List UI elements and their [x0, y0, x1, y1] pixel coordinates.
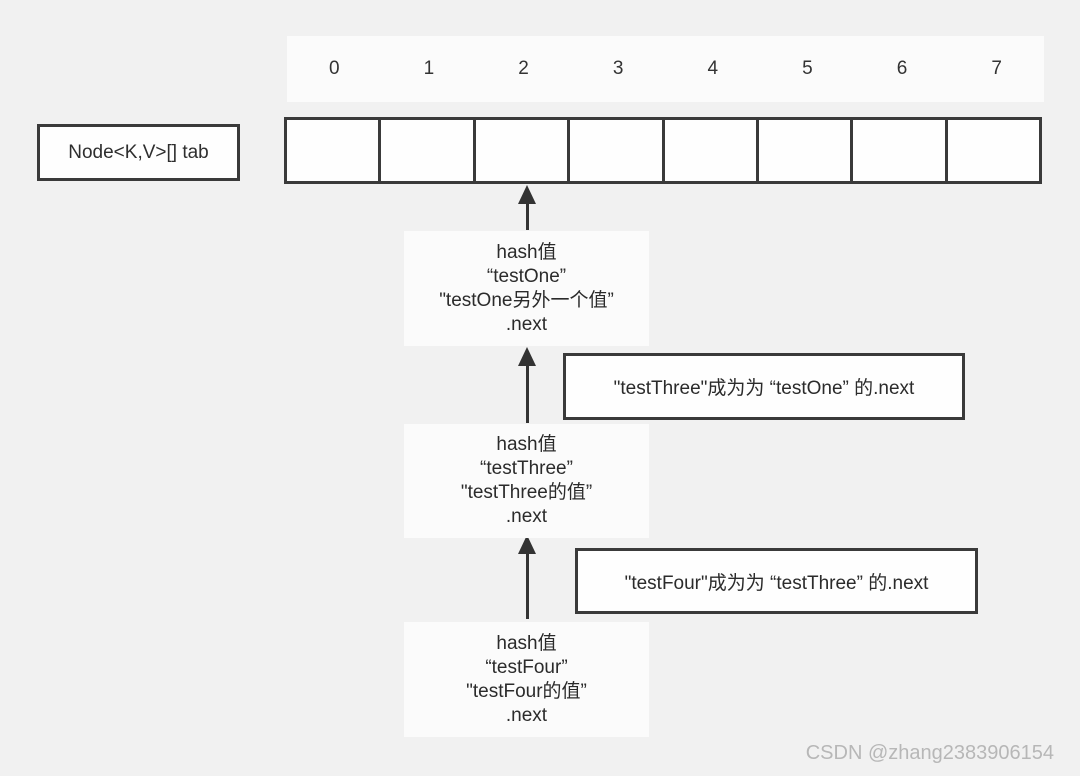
arrow-head-icon: [518, 535, 536, 554]
index-label-6: 6: [896, 58, 908, 79]
node-line: "testThree的值”: [460, 482, 593, 503]
index-label-0: 0: [329, 58, 340, 79]
index-label-5: 5: [802, 58, 813, 79]
node-box-testone: hash值 “testOne” "testOne另外一个值” .next: [404, 231, 649, 346]
node-line: "testFour的值”: [466, 680, 587, 702]
arrow-head-icon: [518, 347, 536, 366]
node-line: "testOne另外一个值”: [439, 289, 614, 311]
index-label-3: 3: [612, 58, 624, 79]
array-cell-2: [472, 120, 568, 181]
node-line: “testThree”: [480, 458, 573, 479]
bucket-array: [284, 117, 1042, 184]
annotation-testthree-next: "testThree"成为为 “testOne” 的.next: [563, 353, 965, 420]
node-line: .next: [505, 313, 548, 335]
node-line: hash值: [496, 241, 557, 263]
arrow-node3-to-node2-icon: [518, 535, 536, 619]
arrow-shaft: [525, 204, 529, 230]
node-box-testfour: hash值 “testFour” "testFour的值” .next: [404, 622, 649, 737]
node-line: hash值: [496, 632, 557, 654]
arrow-shaft: [525, 366, 529, 423]
node-line: .next: [505, 506, 548, 527]
array-cell-4: [661, 120, 756, 181]
arrow-shaft: [525, 554, 529, 619]
index-label-7: 7: [991, 58, 1002, 79]
node-box-testthree: hash值 “testThree” "testThree的值” .next: [404, 424, 649, 538]
arrow-node2-to-node1-icon: [518, 347, 536, 423]
index-header-strip: 0 1 2 3 4 5 6 7: [287, 36, 1044, 102]
array-cell-1: [378, 120, 473, 181]
array-cell-0: [287, 120, 379, 181]
annotation-testfour-next: "testFour"成为为 “testThree” 的.next: [575, 548, 978, 614]
arrow-node1-to-array-icon: [518, 185, 536, 230]
array-cell-6: [850, 120, 945, 181]
node-line: .next: [505, 704, 548, 726]
arrow-head-icon: [518, 185, 536, 204]
node-line: “testOne”: [486, 265, 567, 287]
array-cell-7: [944, 120, 1039, 181]
node-line: “testFour”: [485, 656, 568, 678]
node-line: hash值: [496, 434, 557, 455]
array-label-box: Node<K,V>[] tab: [37, 124, 240, 181]
csdn-watermark: CSDN @zhang2383906154: [805, 742, 1054, 764]
annotation-text: "testThree"成为为 “testOne” 的.next: [613, 378, 915, 399]
index-label-1: 1: [423, 58, 435, 79]
index-label-4: 4: [707, 58, 719, 79]
array-label: Node<K,V>[] tab: [68, 141, 209, 163]
index-label-2: 2: [518, 58, 529, 79]
array-cell-3: [567, 120, 662, 181]
annotation-text: "testFour"成为为 “testThree” 的.next: [624, 572, 929, 594]
array-cell-5: [755, 120, 851, 181]
